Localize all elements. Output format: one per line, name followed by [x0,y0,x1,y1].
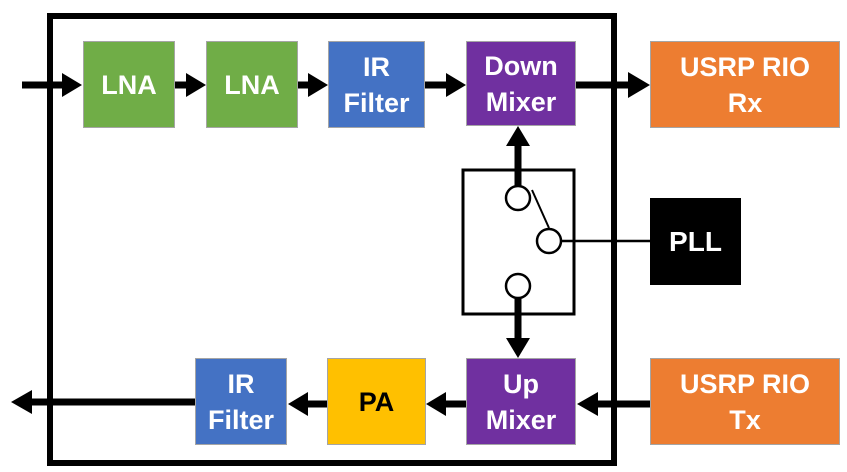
down-mixer-label-line1: Down [484,50,558,81]
rx-arrows [22,72,650,98]
switch-arrows [506,126,530,358]
pll-label: PLL [669,225,722,257]
down-mixer-label-line2: Mixer [485,86,557,117]
usrp-rio-tx-block: USRP RIO Tx [650,358,840,445]
usrp-rio-rx-label-line1: USRP RIO [679,51,811,82]
rx-ir-filter-block: IR Filter [328,41,425,128]
up-mixer-label-line1: Up [503,368,539,399]
pa-block: PA [327,358,426,445]
tx-arrows [11,390,650,416]
usrp-rio-tx-label-line2: Tx [729,404,761,435]
lna-block-1-label: LNA [101,69,157,100]
usrp-rio-rx-block: USRP RIO Rx [650,41,840,128]
up-mixer-label-line2: Mixer [485,404,557,435]
usrp-rio-tx-label-line1: USRP RIO [679,368,811,399]
lna-block-2: LNA [206,41,298,128]
tx-ir-filter-label-line2: Filter [207,404,274,435]
lna-block-2-label: LNA [224,69,280,100]
pll-block: PLL [650,198,741,285]
pa-label: PA [358,386,395,417]
tx-ir-filter-block: IR Filter [195,358,287,445]
switch-common-contact [535,227,563,255]
usrp-rio-rx-label-line2: Rx [727,87,763,118]
lna-block-1: LNA [83,41,175,128]
rx-ir-filter-label-line2: Filter [343,87,410,118]
tx-ir-filter-label-line1: IR [227,368,255,399]
rf-frontend-enclosure [47,13,617,466]
down-mixer-block: Down Mixer [466,41,576,126]
switch-icon [504,184,563,300]
switch-tx-contact [504,272,532,300]
up-mixer-block: Up Mixer [466,358,576,445]
rx-ir-filter-label-line1: IR [363,51,390,82]
switch-rx-contact [504,184,532,212]
